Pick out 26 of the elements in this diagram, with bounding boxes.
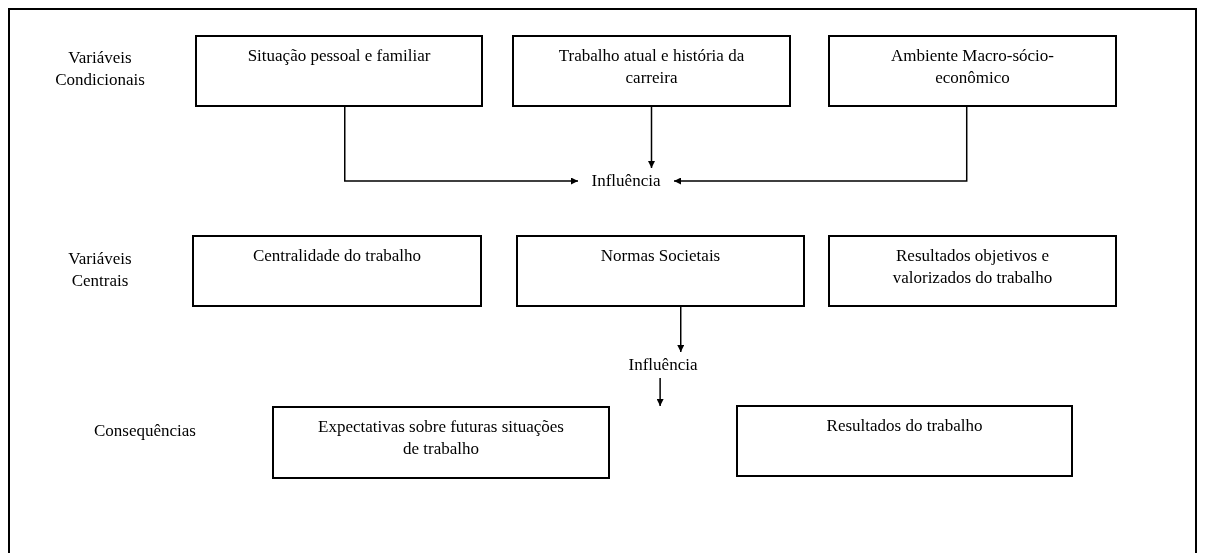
box-text: Ambiente Macro-sócio-econômico bbox=[890, 45, 1055, 90]
box-text: Normas Societais bbox=[600, 245, 721, 267]
row-heading: Consequências bbox=[93, 420, 197, 442]
process-box bbox=[192, 235, 482, 307]
box-text: Resultados objetivos e valorizados do trabalho bbox=[891, 245, 1054, 290]
process-box bbox=[195, 35, 483, 107]
process-box bbox=[272, 406, 610, 479]
process-box bbox=[512, 35, 791, 107]
process-box bbox=[828, 235, 1117, 307]
process-box bbox=[828, 35, 1117, 107]
arrow bbox=[673, 106, 968, 185]
box-text: Situação pessoal e familiar bbox=[247, 45, 431, 67]
arrow bbox=[677, 306, 685, 353]
box-text: Resultados do trabalho bbox=[826, 415, 983, 437]
box-text: Expectativas sobre futuras situações de trabalho bbox=[317, 416, 565, 461]
arrow bbox=[648, 106, 655, 169]
influence-label: Influência bbox=[591, 169, 661, 192]
influence-label: Influência bbox=[628, 353, 698, 376]
row-heading: Variáveis Condicionais bbox=[54, 47, 146, 92]
process-box bbox=[516, 235, 805, 307]
arrow bbox=[344, 106, 579, 185]
arrow bbox=[656, 377, 664, 407]
box-text: Centralidade do trabalho bbox=[252, 245, 422, 267]
box-text: Trabalho atual e história da carreira bbox=[557, 45, 746, 90]
process-box bbox=[736, 405, 1073, 477]
row-heading: Variáveis Centrais bbox=[67, 248, 133, 293]
